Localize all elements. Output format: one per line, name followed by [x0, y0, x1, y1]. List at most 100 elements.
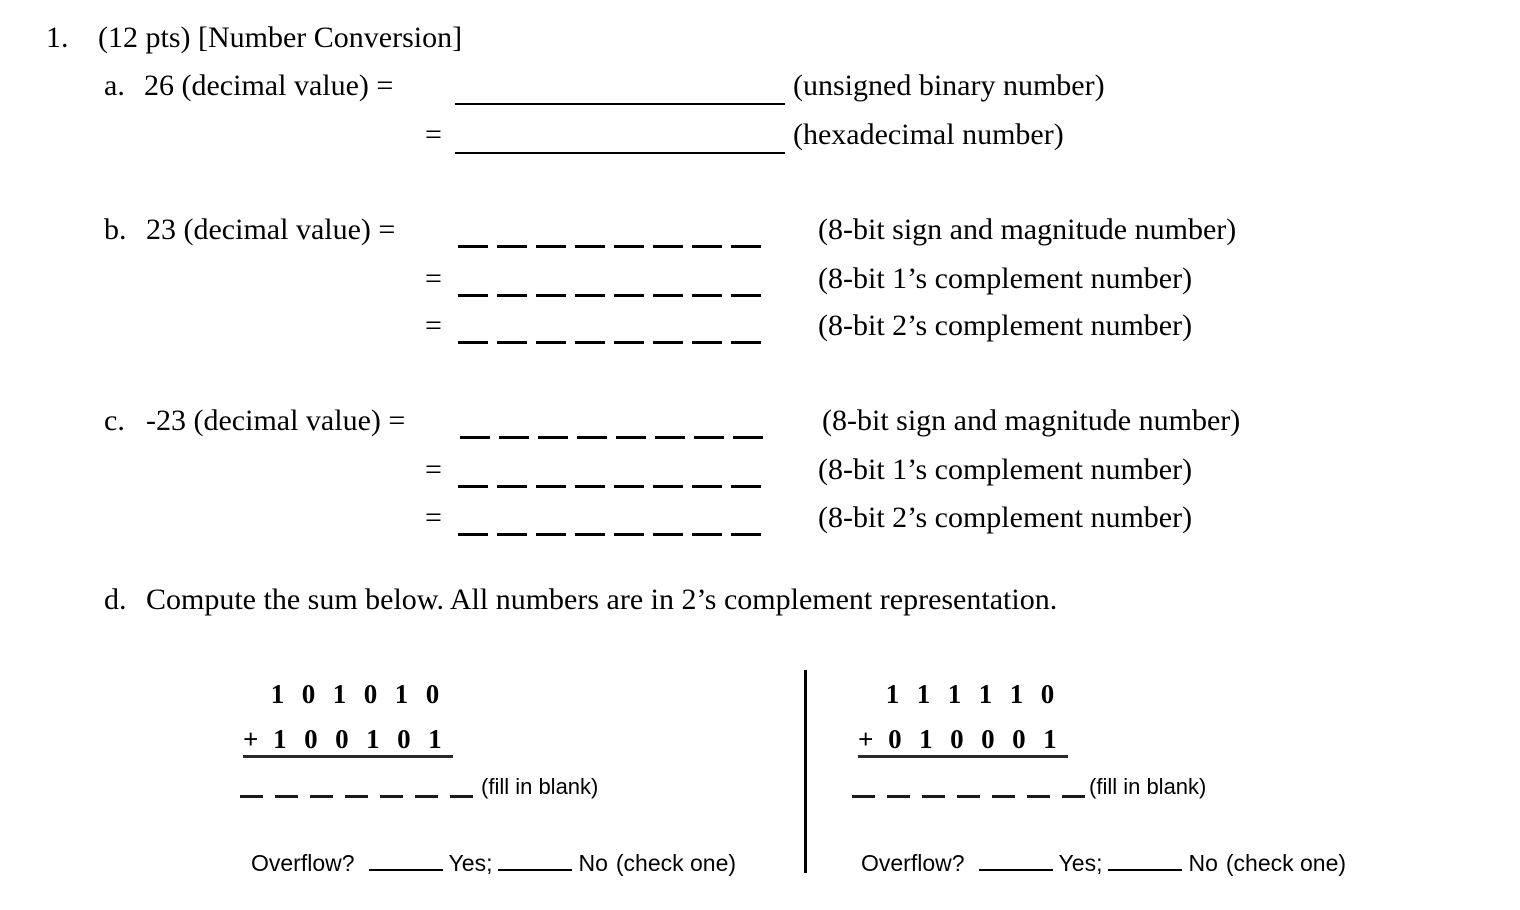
- sum-dash[interactable]: [1027, 795, 1050, 798]
- sum-2-overflow-no-blank[interactable]: [1108, 851, 1183, 871]
- bit-dash[interactable]: [536, 485, 566, 488]
- sum-2-plus-operator: +: [858, 724, 874, 754]
- part-b-letter: b.: [104, 213, 127, 246]
- bit-dash[interactable]: [497, 341, 527, 344]
- sum-dash[interactable]: [887, 795, 910, 798]
- bit-dash[interactable]: [692, 485, 722, 488]
- bit-dash[interactable]: [499, 436, 529, 439]
- part-a-blank-hex[interactable]: [455, 152, 785, 154]
- bit-dash[interactable]: [653, 485, 683, 488]
- part-c-blank-twos-complement[interactable]: [458, 533, 761, 536]
- bit-dash[interactable]: [692, 533, 722, 536]
- sum-1-answer-blank[interactable]: [240, 795, 473, 798]
- bit-dash[interactable]: [497, 245, 527, 248]
- sum-1-operand2-bit: 0: [397, 724, 411, 754]
- sum-1-overflow-yes-blank[interactable]: [368, 851, 443, 871]
- bit-dash[interactable]: [692, 294, 722, 297]
- bit-dash[interactable]: [731, 245, 761, 248]
- sum-dash[interactable]: [852, 795, 875, 798]
- bit-dash[interactable]: [536, 245, 566, 248]
- part-c-equals-twos: =: [425, 501, 442, 534]
- bit-dash[interactable]: [614, 294, 644, 297]
- sum-2-overflow-prompt: Overflow?: [861, 850, 965, 876]
- bit-dash[interactable]: [460, 436, 490, 439]
- bit-dash[interactable]: [616, 436, 646, 439]
- part-c-blank-sign-magnitude[interactable]: [460, 436, 763, 439]
- part-a-label-binary: (unsigned binary number): [793, 69, 1105, 102]
- sum-2-operand1-bit: 1: [947, 679, 962, 709]
- sum-1-operand2-bit: 0: [335, 724, 349, 754]
- sum-dash[interactable]: [992, 795, 1015, 798]
- bit-dash[interactable]: [538, 436, 568, 439]
- bit-dash[interactable]: [614, 245, 644, 248]
- bit-dash[interactable]: [733, 436, 763, 439]
- sum-1-fill-note: (fill in blank): [481, 774, 599, 799]
- bit-dash[interactable]: [655, 436, 685, 439]
- sum-2-answer-blank[interactable]: [852, 795, 1085, 798]
- part-d-letter: d.: [104, 583, 127, 616]
- sum-2-overflow-no-label: No: [1188, 850, 1218, 876]
- sum-dash[interactable]: [450, 795, 473, 798]
- bit-dash[interactable]: [497, 533, 527, 536]
- bit-dash[interactable]: [497, 294, 527, 297]
- sum-2-overflow-yes-blank[interactable]: [978, 851, 1053, 871]
- part-a-equals-hex: =: [425, 118, 442, 151]
- sum-dash[interactable]: [1062, 795, 1085, 798]
- part-c-blank-ones-complement[interactable]: [458, 485, 761, 488]
- sum-dash[interactable]: [310, 795, 333, 798]
- sum-dash[interactable]: [957, 795, 980, 798]
- sum-1-operand1-bit: 0: [363, 679, 378, 709]
- bit-dash[interactable]: [614, 533, 644, 536]
- sum-2-overflow-yes-label: Yes;: [1058, 850, 1103, 876]
- bit-dash[interactable]: [731, 485, 761, 488]
- bit-dash[interactable]: [458, 485, 488, 488]
- bit-dash[interactable]: [653, 341, 683, 344]
- bit-dash[interactable]: [497, 485, 527, 488]
- bit-dash[interactable]: [614, 485, 644, 488]
- bit-dash[interactable]: [575, 485, 605, 488]
- bit-dash[interactable]: [575, 245, 605, 248]
- bit-dash[interactable]: [575, 341, 605, 344]
- bit-dash[interactable]: [614, 341, 644, 344]
- part-b-label-ones-complement: (8-bit 1’s complement number): [818, 262, 1193, 295]
- bit-dash[interactable]: [653, 294, 683, 297]
- sum-1-overflow-no-blank[interactable]: [498, 851, 573, 871]
- bit-dash[interactable]: [575, 294, 605, 297]
- bit-dash[interactable]: [458, 533, 488, 536]
- bit-dash[interactable]: [653, 533, 683, 536]
- bit-dash[interactable]: [536, 294, 566, 297]
- bit-dash[interactable]: [692, 341, 722, 344]
- bit-dash[interactable]: [536, 533, 566, 536]
- bit-dash[interactable]: [575, 533, 605, 536]
- bit-dash[interactable]: [692, 245, 722, 248]
- bit-dash[interactable]: [458, 245, 488, 248]
- sum-dash[interactable]: [380, 795, 403, 798]
- sum-dash[interactable]: [240, 795, 263, 798]
- bit-dash[interactable]: [731, 341, 761, 344]
- bit-dash[interactable]: [694, 436, 724, 439]
- sum-1-overflow-prompt: Overflow?: [251, 850, 355, 876]
- part-c-stem: -23 (decimal value) =: [146, 404, 406, 437]
- bit-dash[interactable]: [731, 533, 761, 536]
- part-b-blank-twos-complement[interactable]: [458, 341, 761, 344]
- bit-dash[interactable]: [577, 436, 607, 439]
- sum-dash[interactable]: [922, 795, 945, 798]
- sum-1-operand1-bit: 1: [394, 679, 409, 709]
- sum-dash[interactable]: [345, 795, 368, 798]
- bit-dash[interactable]: [458, 341, 488, 344]
- part-c-label-sign-magnitude: (8-bit sign and magnitude number): [822, 404, 1241, 437]
- part-b-label-sign-magnitude: (8-bit sign and magnitude number): [818, 213, 1237, 246]
- bit-dash[interactable]: [731, 294, 761, 297]
- part-b-blank-ones-complement[interactable]: [458, 294, 761, 297]
- sum-dash[interactable]: [275, 795, 298, 798]
- bit-dash[interactable]: [536, 341, 566, 344]
- sum-2-operand1-bit: 1: [1009, 679, 1024, 709]
- bit-dash[interactable]: [653, 245, 683, 248]
- part-a-blank-binary[interactable]: [455, 103, 785, 105]
- sum-2-overflow-instruction: (check one): [1225, 850, 1347, 876]
- sum-dash[interactable]: [415, 795, 438, 798]
- part-b-blank-sign-magnitude[interactable]: [458, 245, 761, 248]
- part-a-label-hex: (hexadecimal number): [793, 118, 1064, 151]
- bit-dash[interactable]: [458, 294, 488, 297]
